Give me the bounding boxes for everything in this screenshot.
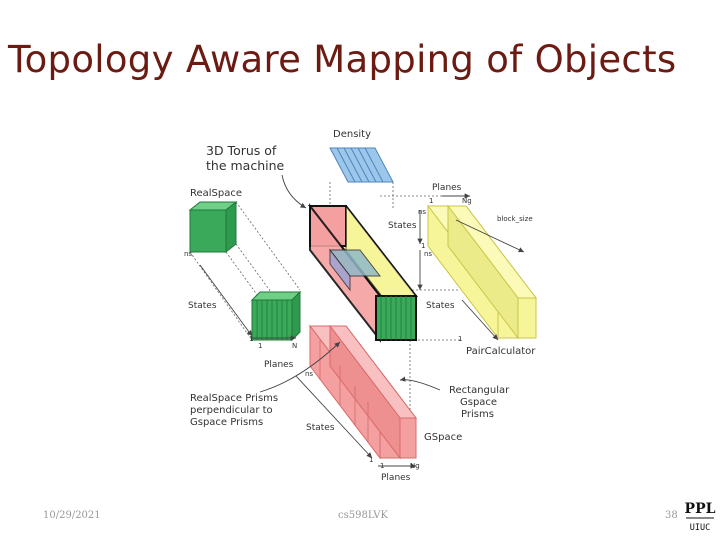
gspace-label: GSpace	[424, 432, 462, 443]
states-left-label: States	[188, 301, 217, 311]
dimension-arrows	[199, 174, 525, 469]
rs-prisms-line1: RealSpace Prisms	[190, 393, 278, 404]
rect-gspace-line3: Prisms	[461, 409, 494, 420]
one-bottom2-label: 1	[380, 462, 384, 470]
planes-top-label: Planes	[432, 183, 462, 193]
one-top-label: 1	[429, 197, 433, 205]
density-label: Density	[333, 129, 371, 140]
one-left2-label: 1	[258, 342, 262, 350]
realspace-prism	[250, 290, 302, 342]
density-planes	[329, 147, 394, 183]
slide-title: Topology Aware Mapping of Objects	[8, 38, 677, 81]
one-bottom-label: 1	[369, 456, 373, 464]
one-mid-label: 1	[421, 242, 425, 250]
block-size-label: block_size	[497, 215, 533, 223]
rs-prisms-line3: Gspace Prisms	[190, 417, 263, 428]
ng-top-label: Ng	[462, 197, 472, 205]
gspace-prisms	[308, 324, 418, 460]
one-left-label: 1	[249, 335, 253, 343]
ns-left-label: ns	[184, 250, 192, 258]
diagram-labels: Density 3D Torus of the machine RealSpac…	[184, 129, 536, 483]
ppl-uiuc-logo: PPL UIUC	[685, 501, 716, 533]
n-left-label: N	[292, 342, 297, 350]
page-number: 38	[665, 510, 678, 521]
states-top-label: States	[388, 221, 417, 231]
rs-prisms-line2: perpendicular to	[190, 405, 273, 416]
ns-mid-label: ns	[424, 250, 432, 258]
planes-bottom-label: Planes	[381, 473, 411, 483]
paircalc-label: PairCalculator	[466, 346, 536, 357]
torus-label-line1: 3D Torus of	[206, 143, 277, 158]
svg-text:PPL: PPL	[685, 501, 716, 517]
torus-box	[307, 203, 419, 343]
svg-text:UIUC: UIUC	[690, 523, 710, 533]
one-right-label: 1	[458, 335, 462, 343]
realspace-label: RealSpace	[190, 188, 242, 199]
paircalc-prisms	[426, 204, 538, 340]
states-right-label: States	[426, 301, 455, 311]
rect-gspace-line1: Rectangular	[449, 385, 510, 396]
rect-gspace-line2: Gspace	[460, 397, 497, 408]
ns-top-label: ns	[418, 208, 426, 216]
footer-date: 10/29/2021	[43, 510, 101, 521]
torus-label-line2: the machine	[206, 158, 285, 173]
planes-left-label: Planes	[264, 360, 294, 370]
states-bottom-label: States	[306, 423, 335, 433]
ng-bottom-label: Ng	[410, 462, 420, 470]
ns-gspace-label: ns	[305, 370, 313, 378]
realspace-cube	[188, 200, 238, 254]
footer-center: cs598LVK	[338, 510, 388, 521]
